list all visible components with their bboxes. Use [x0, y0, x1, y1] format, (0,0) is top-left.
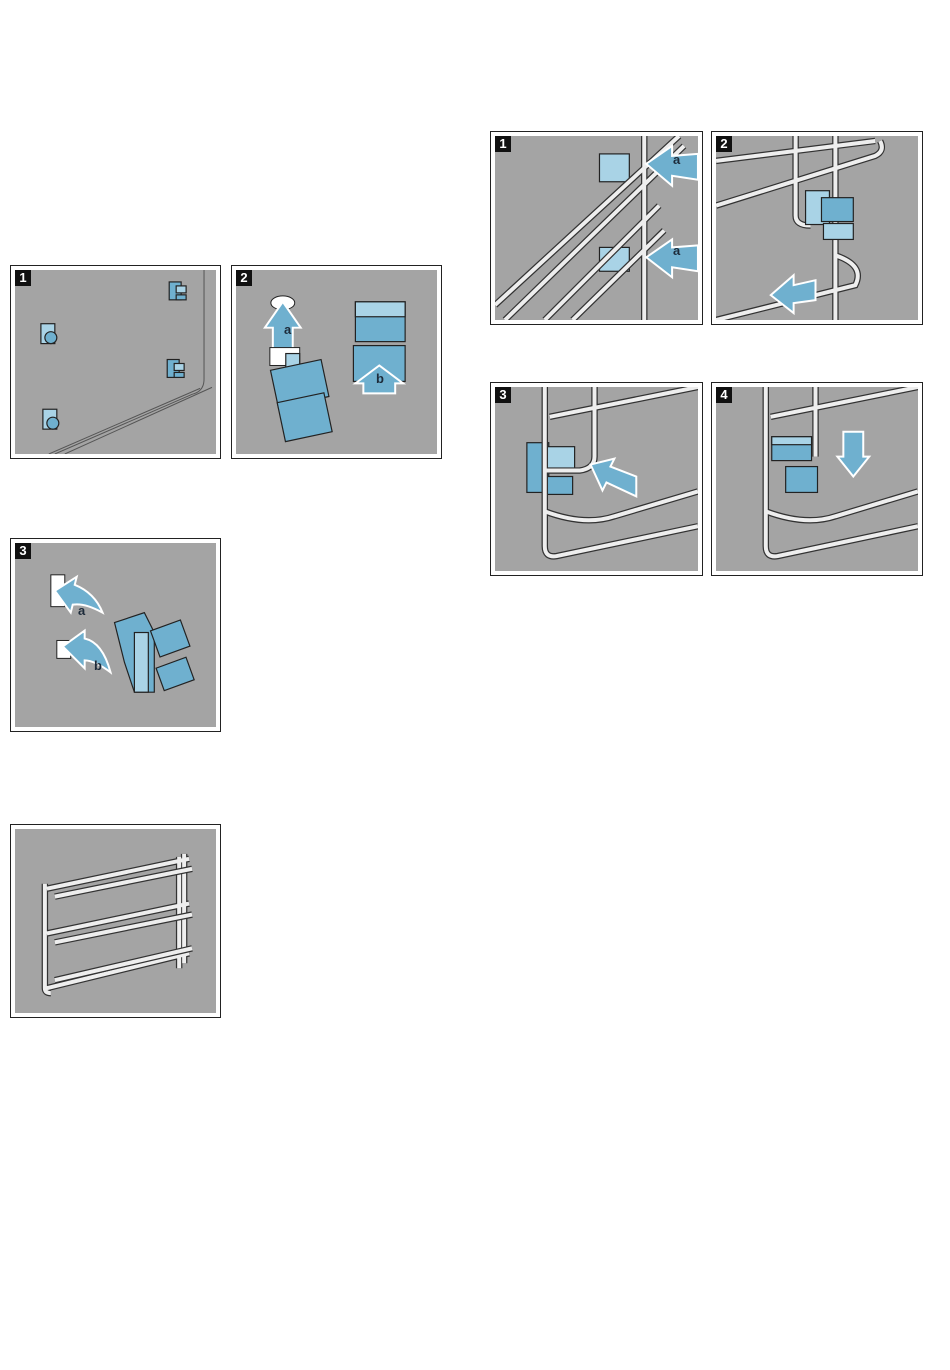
- rail-icon: [41, 853, 193, 997]
- illustration-holder-lock: [716, 387, 918, 571]
- illustration-rail-hook-on: [495, 136, 698, 320]
- illustration-rail-pull-out: [716, 136, 918, 320]
- figure-right-3: 3: [490, 382, 703, 576]
- figure-right-4: 4: [711, 382, 923, 576]
- label-b: b: [376, 371, 384, 386]
- figure-left-4: [10, 824, 221, 1018]
- step-number: 1: [15, 270, 31, 286]
- illustration-detach-holder: [236, 270, 437, 454]
- holder-icon: [42, 408, 60, 430]
- holder-icon: [166, 358, 185, 379]
- figure-right-1: 1 a a: [490, 131, 703, 325]
- step-number: 3: [15, 543, 31, 559]
- label-a: a: [673, 243, 681, 258]
- step-number: 2: [716, 136, 732, 152]
- step-number: 1: [495, 136, 511, 152]
- figure-left-1: 1: [10, 265, 221, 459]
- illustration-holder-engage: [495, 387, 698, 571]
- figure-left-3: 3 a b: [10, 538, 221, 732]
- holder-icon: [40, 323, 58, 345]
- label-a: a: [284, 322, 292, 337]
- illustration-attach-holder: [15, 543, 216, 727]
- illustration-shelf-support: [15, 829, 216, 1013]
- holder-icon: [168, 281, 187, 301]
- figure-right-2: 2: [711, 131, 923, 325]
- label-a: a: [673, 152, 681, 167]
- figure-left-2: 2 a b: [231, 265, 442, 459]
- step-number: 2: [236, 270, 252, 286]
- step-number: 3: [495, 387, 511, 403]
- illustration-wall-holders: [15, 270, 216, 454]
- label-b: b: [94, 658, 102, 673]
- step-number: 4: [716, 387, 732, 403]
- label-a: a: [78, 603, 86, 618]
